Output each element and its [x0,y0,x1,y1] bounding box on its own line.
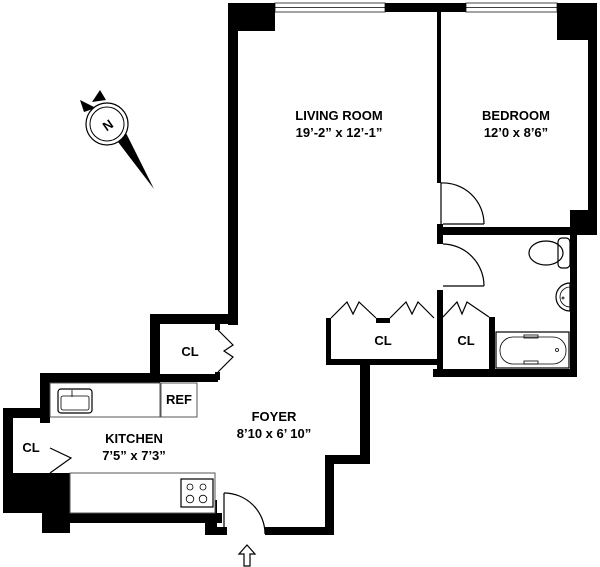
foyer-name: FOYER [252,409,297,424]
door-kitchen-closet[interactable] [49,447,73,474]
kitchen-closet-label: CL [22,440,39,455]
kitchen-counter-top [49,382,161,418]
kitchen-dimensions: 7’5” x 7’3” [102,448,166,463]
toilet [528,237,571,269]
compass-needle-icon [115,133,154,189]
door-living-closet[interactable] [330,300,435,319]
door-bathroom[interactable] [442,243,485,287]
walls [3,3,597,535]
kitchen-sink [57,388,93,414]
compass-tail-icon [92,90,106,102]
stove [180,478,214,508]
entrance-arrow-icon [237,544,257,567]
bathtub [495,331,570,369]
living-closet-label: CL [374,333,391,348]
bedroom-dimensions: 12’0 x 8’6” [484,125,548,140]
bedroom-name: BEDROOM [482,108,550,123]
refrigerator-label: REF [166,392,192,407]
bath-closet-label: CL [457,333,474,348]
door-bath-closet[interactable] [442,300,490,318]
bathroom-sink [555,282,571,312]
foyer-closet-label: CL [181,344,198,359]
door-entrance[interactable] [223,492,266,535]
refrigerator [160,382,198,418]
living-room-dimensions: 19’-2” x 12’-1” [296,125,383,140]
door-bedroom[interactable] [440,182,485,225]
window-bedroom [465,2,558,13]
kitchen-name: KITCHEN [105,431,163,446]
kitchen-counter-bottom [69,472,216,514]
compass: N [80,90,154,189]
door-foyer-closet[interactable] [217,329,234,373]
foyer-dimensions: 8’10 x 6’ 10” [237,426,311,441]
living-room-name: LIVING ROOM [295,108,382,123]
window-living-room [274,2,386,13]
